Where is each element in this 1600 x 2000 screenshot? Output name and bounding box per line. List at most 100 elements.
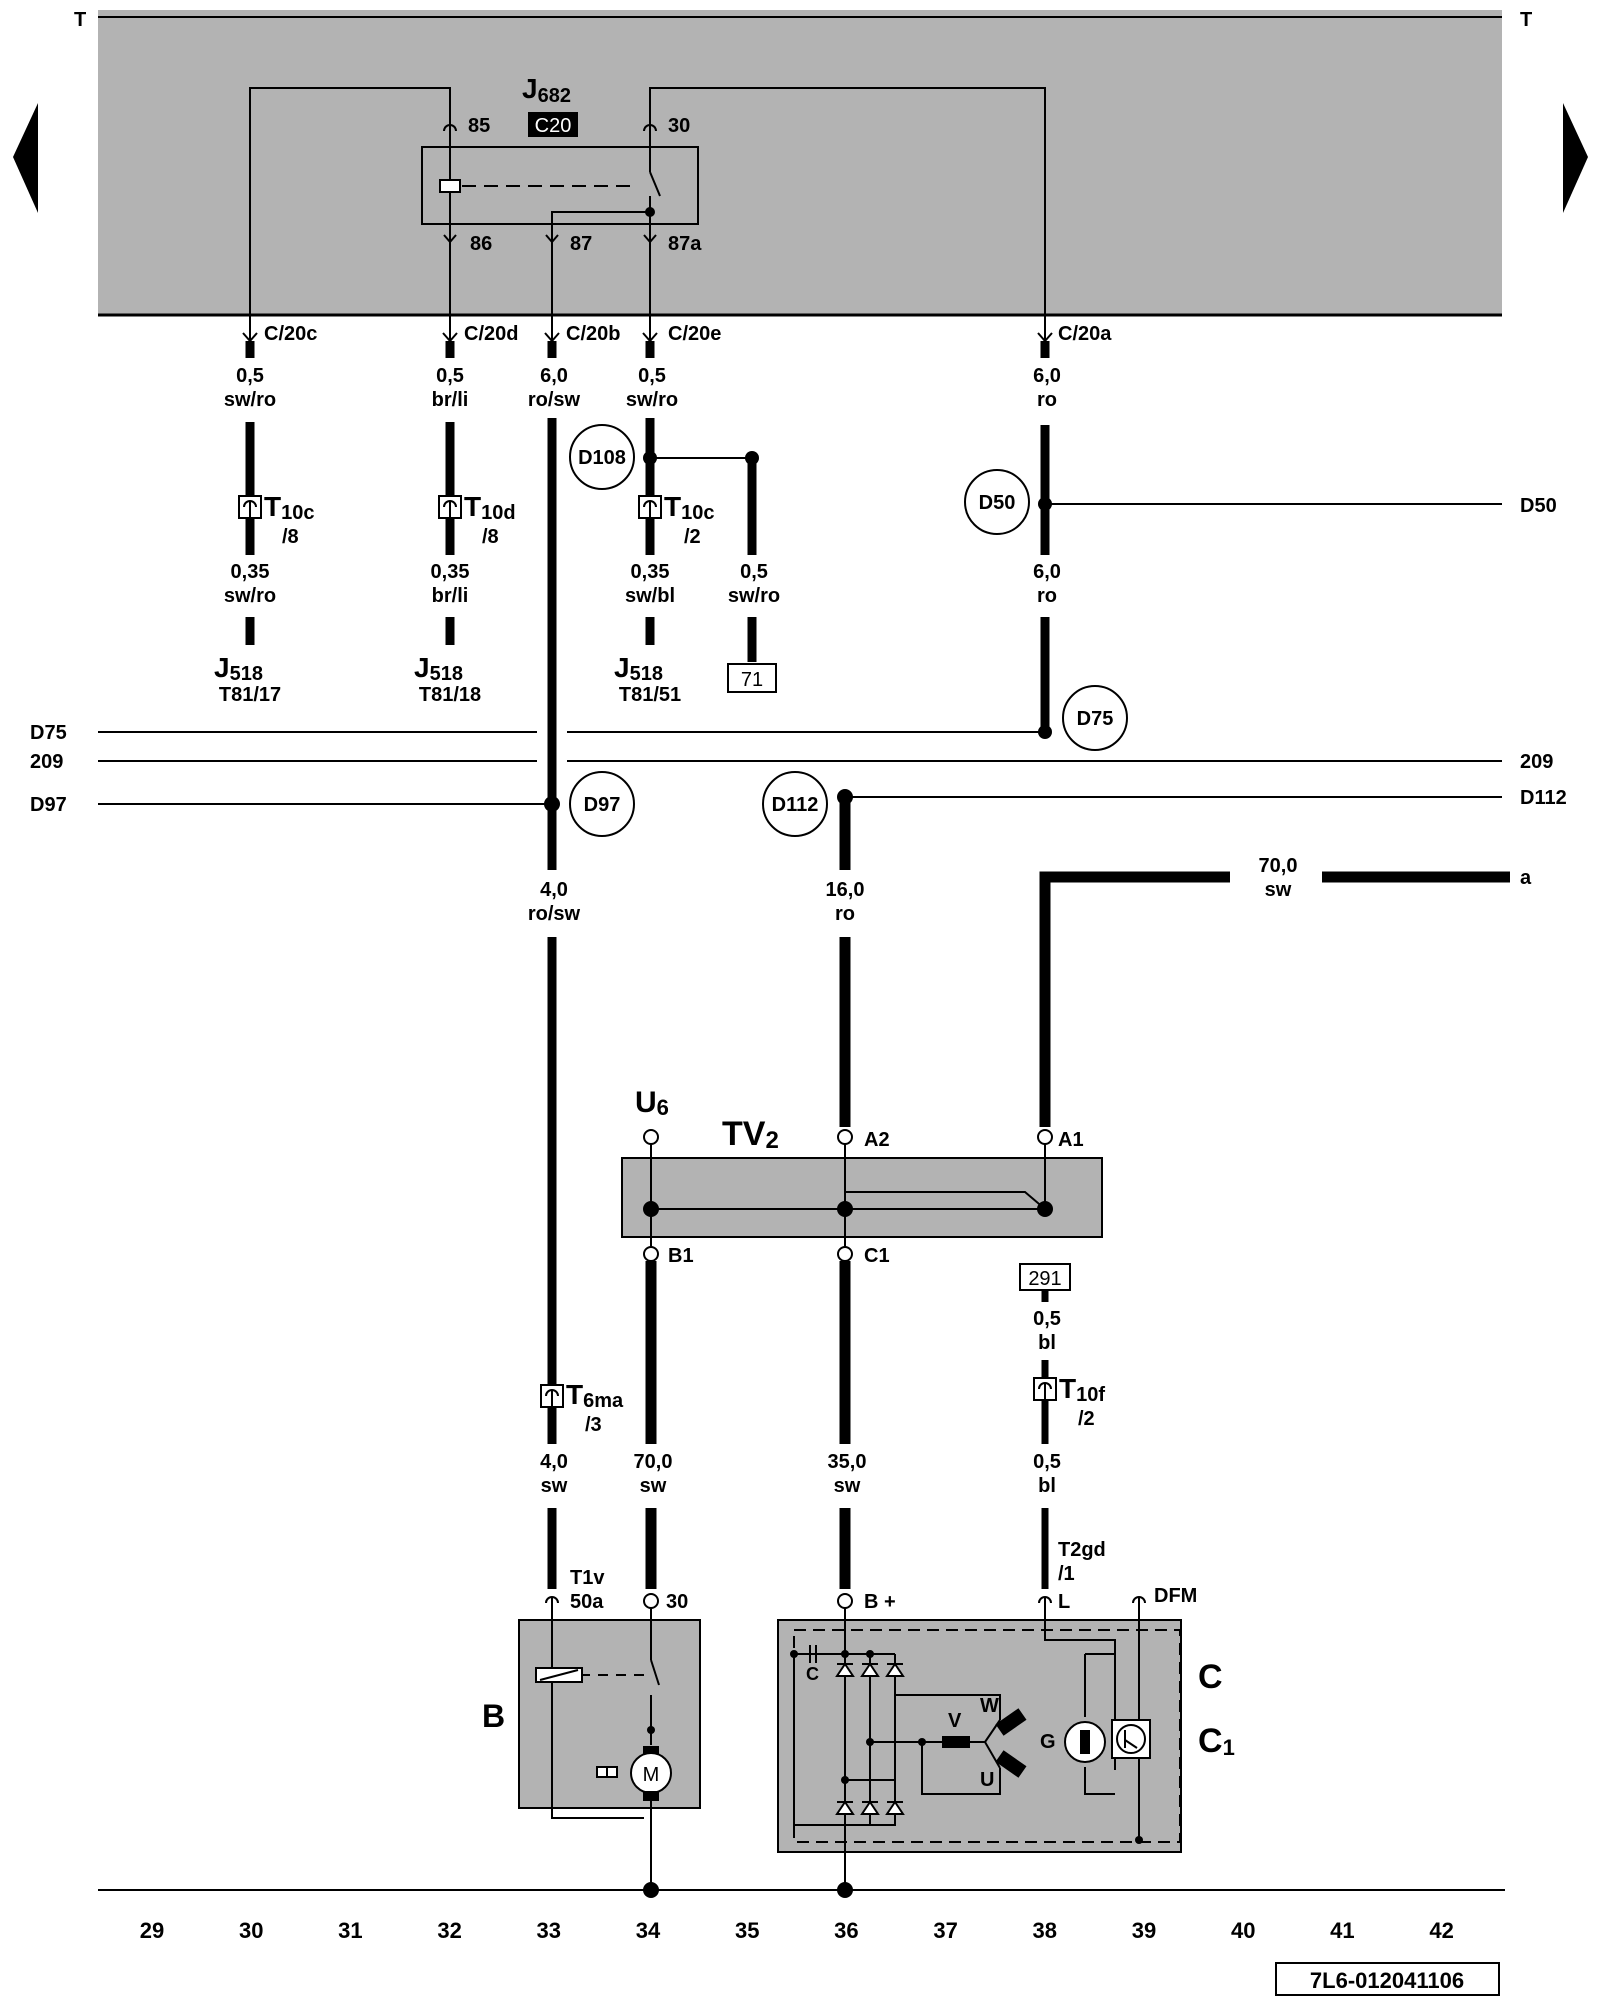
wire-col38-lower-size-2: 0,5 — [1033, 1451, 1061, 1473]
wire-col34-color-2: sw/bl — [625, 585, 675, 607]
relay-pin-86: 86 — [470, 233, 492, 255]
bus-d75-left: D75 — [30, 722, 67, 744]
relay-pin-87: 87 — [570, 233, 592, 255]
column-number: 33 — [537, 1918, 561, 1943]
ref-291: 291 — [1028, 1268, 1061, 1290]
column-number: 34 — [636, 1918, 661, 1943]
column-number: 30 — [239, 1918, 263, 1943]
relay-pin-87a: 87a — [668, 233, 702, 255]
connector-c20d: C/20d — [464, 323, 518, 345]
connector-c20e: C/20e — [668, 323, 721, 345]
alternator-pin-markers — [1038, 1596, 1146, 1610]
relay-location-text: C20 — [535, 115, 572, 137]
wire-col38-color-1: ro — [1037, 389, 1057, 411]
splice-d112-circle — [762, 771, 828, 837]
ref-71-box — [727, 663, 777, 693]
wire-c20c-to-85 — [249, 87, 451, 323]
wire-col33-size-2: 4,0 — [540, 879, 568, 901]
relay-j682-label: J682 — [522, 73, 571, 107]
plug-t10c-2-icon — [638, 495, 662, 519]
ecu-j518-label-2: J518 — [414, 652, 463, 685]
rail-t-left: T — [74, 9, 86, 31]
wire-col38-lower-color-1: bl — [1038, 1332, 1056, 1354]
wire-col33-color-2: ro/sw — [528, 903, 581, 925]
tv2-pin-a1: A1 — [1058, 1129, 1084, 1151]
relay-location-badge — [528, 112, 578, 137]
wire-col32-size-2: 0,35 — [431, 561, 470, 583]
starter-pin-50a: 50a — [570, 1591, 604, 1613]
wire-col34-color-1: sw/ro — [626, 389, 678, 411]
alternator-stator-wu — [984, 1708, 1027, 1778]
splice-d50-dot — [1038, 497, 1052, 511]
wire-col38-lower-color-2: bl — [1038, 1475, 1056, 1497]
ref-71: 71 — [741, 669, 763, 691]
starter-box — [518, 1619, 701, 1809]
splice-d50-circle — [964, 469, 1030, 535]
ecu-j518-label-1: J518 — [214, 652, 263, 685]
column-number: 41 — [1330, 1918, 1354, 1943]
relay-87a-junction — [645, 207, 655, 217]
column-number: 36 — [834, 1918, 858, 1943]
wire-col38-color-2: ro — [1037, 585, 1057, 607]
next-page-arrow[interactable] — [1563, 103, 1588, 213]
wire-col33-size-1: 6,0 — [540, 365, 568, 387]
ground-node-36 — [837, 1882, 853, 1898]
plug-t10c-2-pin: /2 — [684, 526, 701, 548]
alternator-stator-w-label: W — [980, 1695, 999, 1717]
ground-node-34 — [643, 1882, 659, 1898]
wire-col30-color-2: sw/ro — [224, 585, 276, 607]
tv2-pin-b1: B1 — [668, 1245, 694, 1267]
plug-t10d-8-label: T10d — [464, 491, 516, 524]
wire-col30-color-1: sw/ro — [224, 389, 276, 411]
plug-t10d-8-pin: /8 — [482, 526, 499, 548]
tv2-a2-link — [844, 1160, 1046, 1210]
relay-pin-30: 30 — [668, 115, 690, 137]
column-number: 39 — [1132, 1918, 1156, 1943]
wire-col32-size-1: 0,5 — [436, 365, 464, 387]
column-number: 38 — [1033, 1918, 1057, 1943]
column-number: 40 — [1231, 1918, 1255, 1943]
plug-t10f-2-label: T10f — [1059, 1373, 1105, 1406]
plug-t10c-8-pin: /8 — [282, 526, 299, 548]
wire-30-to-c20a — [649, 87, 1046, 323]
tv2-pin-c1: C1 — [864, 1245, 890, 1267]
alternator-rotor-label: G — [1040, 1731, 1056, 1753]
connector-arrows — [242, 323, 1053, 343]
alternator-terminal-bplus — [837, 1593, 853, 1609]
alternator-regulator-transistor — [1116, 1724, 1146, 1754]
relay-j682-box — [421, 146, 699, 225]
bus-d50-right: D50 — [1520, 495, 1557, 517]
starter-motor-label: M — [643, 1764, 660, 1786]
plug-t6ma-icon — [540, 1384, 564, 1408]
column-number: 32 — [437, 1918, 461, 1943]
column-number: 37 — [933, 1918, 957, 1943]
column-number: 42 — [1429, 1918, 1453, 1943]
wire-battery-cable-a — [1039, 871, 1230, 1127]
plug-t10f-2-icon — [1033, 1377, 1057, 1401]
alternator-stator-u-label: U — [980, 1769, 994, 1791]
splice-d108-circle — [569, 424, 635, 490]
tv2-terminals — [643, 1129, 1053, 1262]
plug-t10c-8-icon — [238, 495, 262, 519]
plug-t10f-2-pin: /2 — [1078, 1408, 1095, 1430]
alternator-rectifier-diodes — [835, 1662, 905, 1815]
starter-terminal-30 — [643, 1593, 659, 1609]
rail-t-right: T — [1520, 9, 1532, 31]
bus-209-left: 209 — [30, 751, 63, 773]
wire-col34-size-2: 0,35 — [631, 561, 670, 583]
wire-col35-color: sw/ro — [728, 585, 780, 607]
alternator-label-c1: C1 — [1198, 1722, 1235, 1760]
starter-pin-markers — [545, 1596, 559, 1610]
alternator-stator-v-label: V — [948, 1710, 962, 1732]
ecu-j518-pin-3: T81/51 — [619, 684, 681, 706]
alternator-t2gd: T2gd — [1058, 1539, 1106, 1561]
alternator-junctions — [790, 1650, 1143, 1844]
starter-brush-top — [643, 1746, 659, 1756]
wire-col36-color: ro — [835, 903, 855, 925]
previous-page-arrow[interactable] — [13, 103, 38, 213]
starter-motor-dot — [647, 1726, 655, 1734]
wire-col36-lower-color: sw — [834, 1475, 861, 1497]
bus-d112-right: D112 — [1520, 787, 1567, 809]
